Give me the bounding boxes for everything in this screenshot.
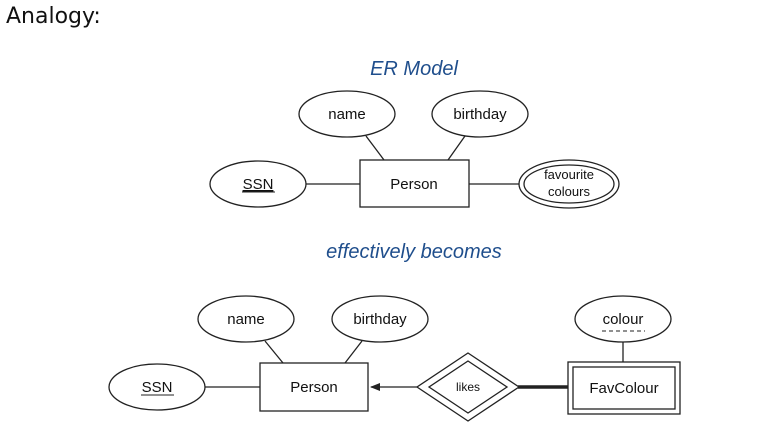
name-connector <box>365 135 385 161</box>
er-model-caption: ER Model <box>370 58 458 80</box>
relationship-likes-identifying: likes <box>415 352 521 422</box>
attribute-birthday: birthday <box>431 90 529 138</box>
page-heading: Analogy: <box>6 4 101 29</box>
attribute-colour-label: colour <box>603 311 644 328</box>
weak-entity-favcolour-label: FavColour <box>589 380 658 397</box>
bottom-attribute-name: name <box>197 295 295 343</box>
attribute-favourite-colours-multivalued: favourite colours <box>518 159 620 209</box>
weak-entity-favcolour: FavColour <box>567 361 681 415</box>
bottom-attribute-birthday: birthday <box>331 295 429 343</box>
effectively-becomes-caption: effectively becomes <box>326 241 502 263</box>
entity-person-label: Person <box>390 176 438 193</box>
attribute-ssn-label: SSN <box>243 176 274 193</box>
attribute-birthday-label: birthday <box>453 106 507 123</box>
birthday-connector <box>447 135 466 161</box>
bottom-name-connector <box>264 340 284 364</box>
attribute-name: name <box>298 90 396 138</box>
bottom-attribute-name-label: name <box>227 311 265 328</box>
entity-person: Person <box>359 159 470 208</box>
favourite-label-line2: colours <box>548 184 590 199</box>
bottom-entity-person-label: Person <box>290 379 338 396</box>
top-connectors <box>306 135 519 185</box>
bottom-connectors <box>205 340 624 391</box>
relationship-likes-label: likes <box>456 380 480 394</box>
favourite-label-line1: favourite <box>544 167 594 182</box>
bottom-attribute-ssn-key: SSN <box>108 363 206 411</box>
bottom-birthday-connector <box>344 340 363 364</box>
bottom-attribute-ssn-label: SSN <box>142 379 173 396</box>
bottom-attribute-birthday-label: birthday <box>353 311 407 328</box>
attribute-ssn-key: SSN <box>209 160 307 208</box>
attribute-name-label: name <box>328 106 366 123</box>
bottom-entity-person: Person <box>259 362 369 412</box>
attribute-colour-partial-key: colour <box>574 295 672 343</box>
